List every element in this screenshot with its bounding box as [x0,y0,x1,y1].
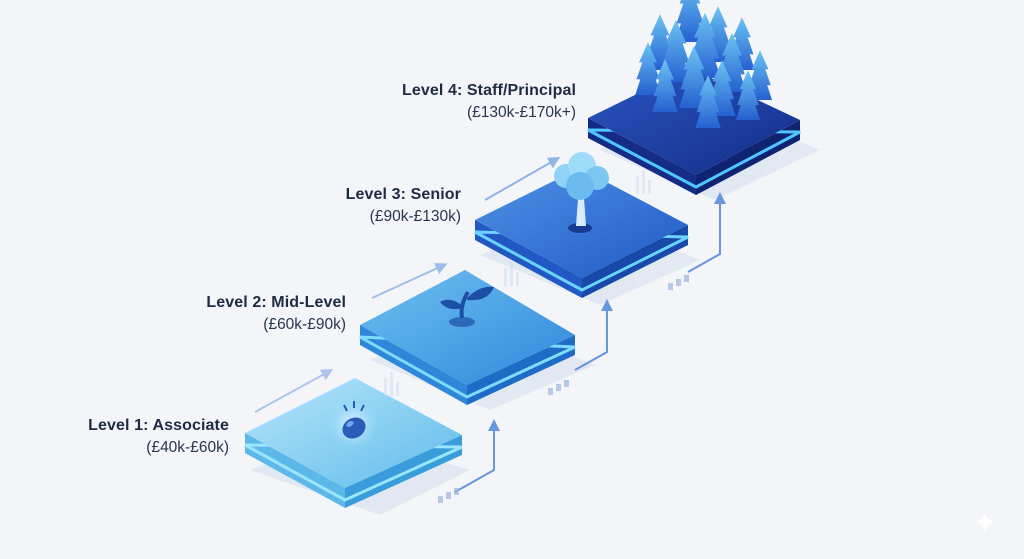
conifer-tree-icon [652,59,678,112]
level-1-label: Level 1: Associate (£40k-£60k) [88,415,229,459]
conifer-tree-icon [635,42,661,95]
tier-tile-level-4 [587,0,801,195]
decorative-bars [384,170,651,396]
level-2-label: Level 2: Mid-Level (£60k-£90k) [206,292,346,336]
level-3-label: Level 3: Senior (£90k-£130k) [346,184,461,228]
tier-tile-level-2 [359,270,576,405]
level-1-title: Level 1: Associate [88,417,229,434]
level-4-title: Level 4: Staff/Principal [401,82,576,99]
step-dashes [438,275,689,503]
level-4-label: Level 4: Staff/Principal (£130k-£170k+) [402,80,576,124]
seed-icon [342,401,366,439]
conifer-tree-icon [661,20,691,82]
tier-tile-level-1 [244,378,463,508]
sparkle-icon [975,512,995,532]
forest-icon [635,0,772,128]
level-1-salary: (£40k-£60k) [146,439,229,456]
level-3-title: Level 3: Senior [345,186,461,203]
level-3-salary: (£90k-£130k) [369,208,461,225]
tree-icon [554,152,609,233]
conifer-tree-icon [695,75,721,128]
tier-tile-level-3 [474,152,689,298]
sprout-icon [440,286,494,327]
conifer-tree-icon [736,70,760,120]
level-2-title: Level 2: Mid-Level [206,294,346,311]
level-2-salary: (£60k-£90k) [263,316,346,333]
progress-arrows [254,157,726,493]
level-4-salary: (£130k-£170k+) [467,104,576,121]
